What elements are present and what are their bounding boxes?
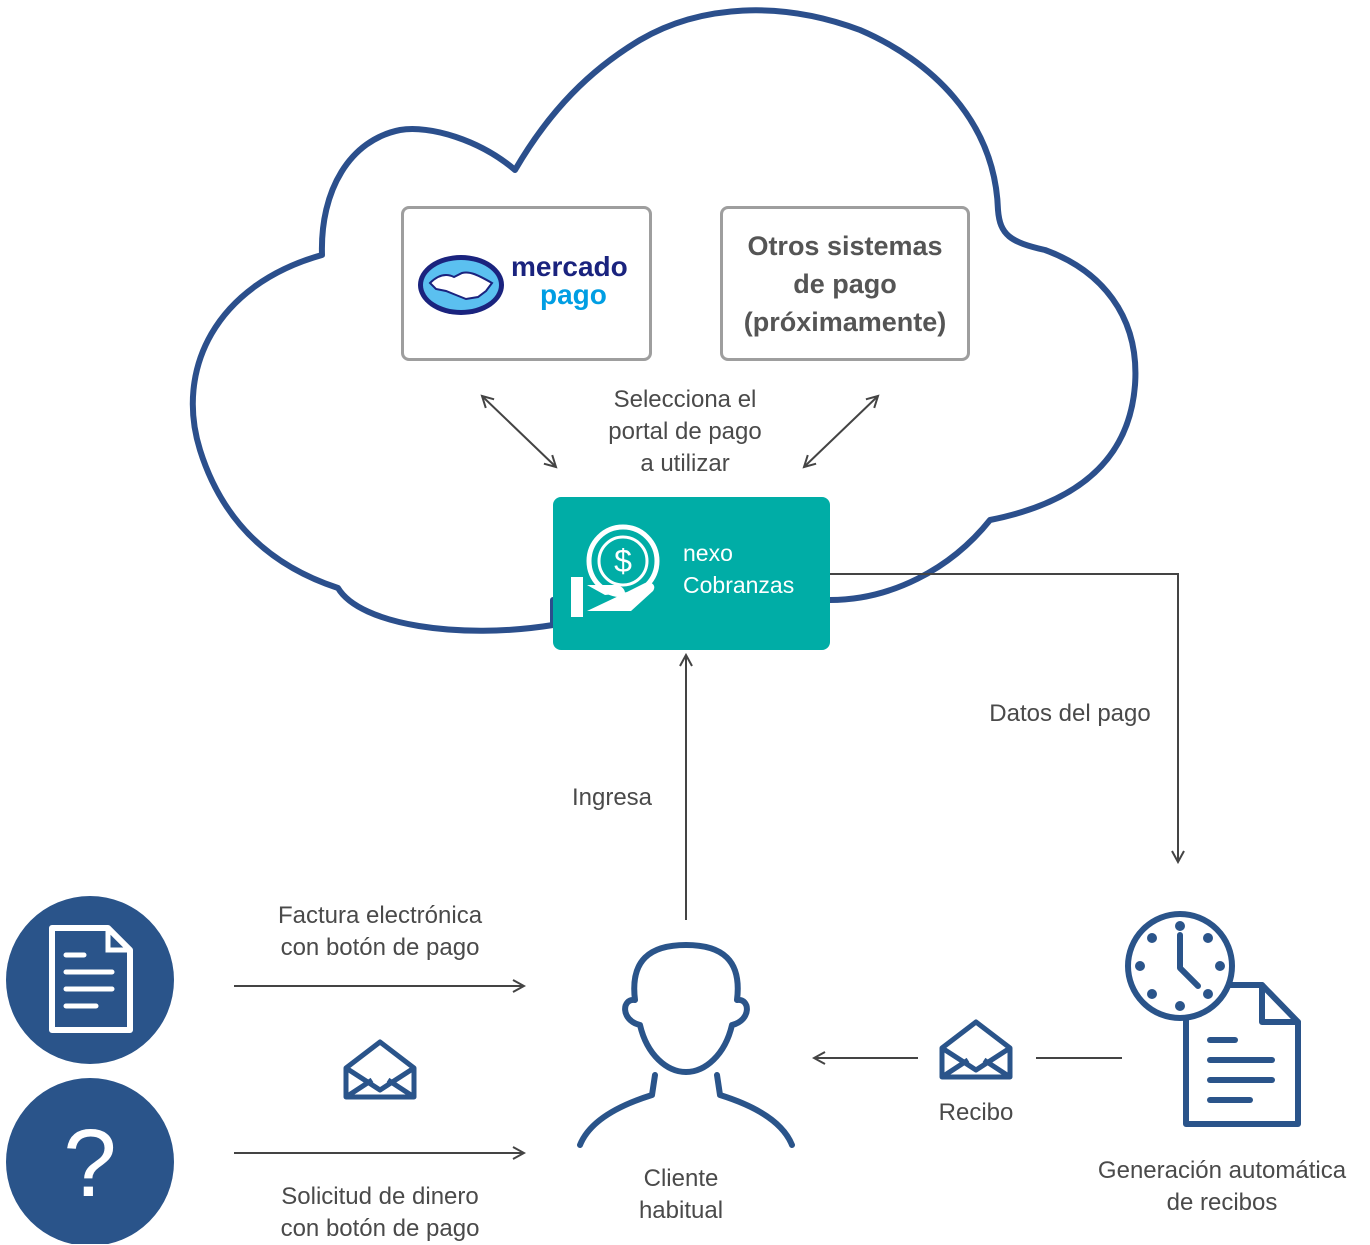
cliente-line2: habitual — [638, 1197, 724, 1224]
solicitud-label: Solicitud de dinero con botón de pago — [250, 1181, 510, 1245]
nexo-line2: Cobranzas — [683, 572, 795, 598]
cliente-line1: Cliente — [643, 1165, 719, 1192]
clock-document-icon — [1125, 911, 1301, 1127]
nexo-line1: nexo — [683, 540, 733, 566]
recibo-label: Recibo — [938, 1099, 1014, 1126]
otros-line2: de pago — [793, 268, 897, 299]
envelope-recibo-icon — [939, 1019, 1013, 1080]
ingresa-label: Ingresa — [571, 784, 653, 811]
pago-word: pago — [540, 279, 607, 310]
selecciona-line1: Selecciona el — [613, 386, 757, 413]
selecciona-line2: portal de pago — [608, 418, 762, 445]
otros-line1: Otros sistemas — [747, 230, 943, 261]
mercado-pago-box: mercado pago — [401, 206, 652, 361]
question-icon: ? — [6, 1078, 174, 1244]
handshake-icon — [418, 255, 504, 315]
solicitud-line2: con botón de pago — [280, 1215, 480, 1242]
datos-pago-label: Datos del pago — [989, 700, 1151, 727]
selecciona-label: Selecciona el portal de pago a utilizar — [560, 384, 810, 480]
cloud-shape — [189, 7, 1139, 634]
nexo-title: nexo Cobranzas — [683, 537, 794, 601]
otros-line3: (próximamente) — [743, 306, 947, 337]
factura-line2: con botón de pago — [280, 934, 480, 961]
svg-text:$: $ — [614, 543, 632, 579]
envelope-icon — [343, 1039, 417, 1100]
mercado-word: mercado — [511, 251, 628, 282]
factura-line1: Factura electrónica — [277, 902, 483, 929]
nexo-cobranzas-box: $ nexo Cobranzas — [553, 497, 830, 650]
document-icon — [6, 896, 174, 1064]
generacion-line1: Generación automática — [1097, 1157, 1347, 1184]
arrow-otros-nexo — [804, 396, 878, 467]
arrow-datos-pago — [830, 573, 1178, 862]
svg-text:?: ? — [63, 1110, 116, 1217]
generacion-label: Generación automática de recibos — [1080, 1155, 1364, 1219]
cliente-label: Cliente habitual — [601, 1163, 761, 1227]
arrow-mercado-nexo — [482, 396, 556, 467]
dollar-hand-icon: $ — [571, 524, 660, 617]
otros-sistemas-box: Otros sistemas de pago (próximamente) — [720, 206, 970, 361]
solicitud-line1: Solicitud de dinero — [281, 1183, 479, 1210]
factura-label: Factura electrónica con botón de pago — [250, 900, 510, 964]
generacion-line2: de recibos — [1166, 1189, 1278, 1216]
selecciona-line3: a utilizar — [640, 450, 730, 477]
user-icon — [577, 942, 795, 1148]
